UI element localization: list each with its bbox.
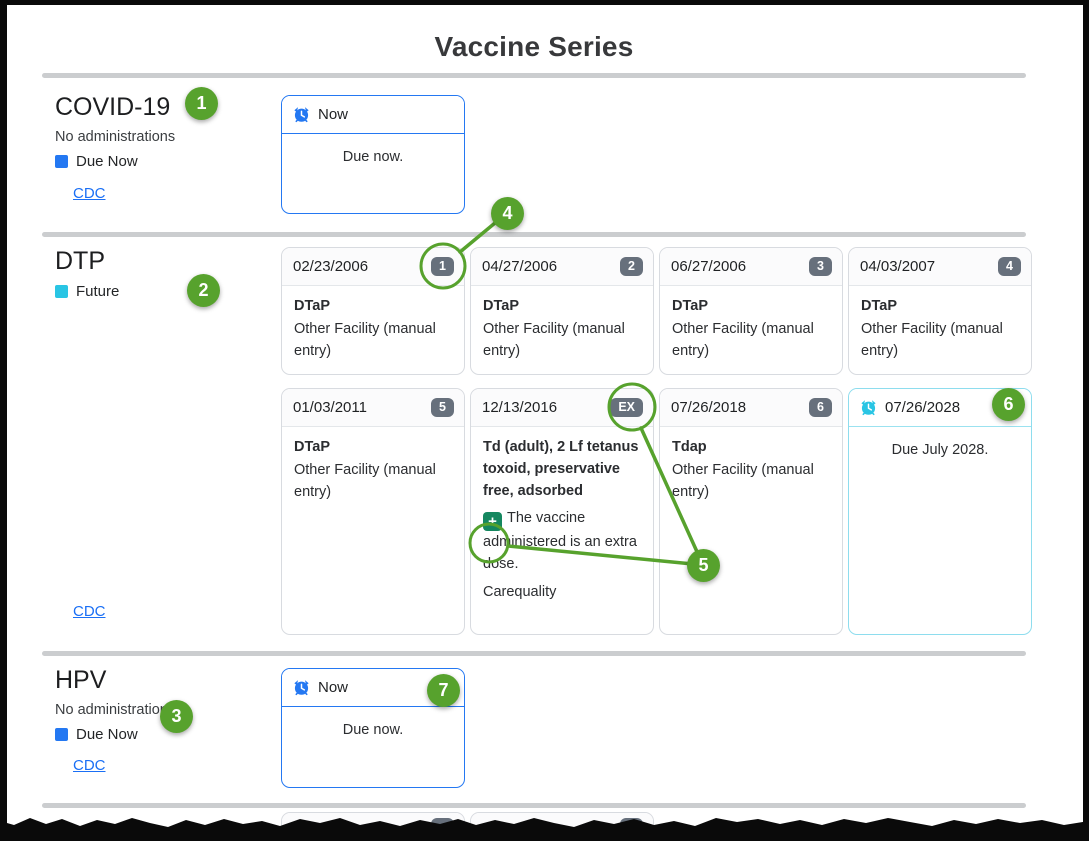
covid-subtitle: No administrations — [55, 129, 176, 145]
hpv-section-header: HPV No administrations Due Now — [55, 666, 273, 743]
hpv-due-label: Now — [318, 679, 349, 696]
dose-card[interactable]: 06/27/2006 3 DTaP Other Facility (manual… — [659, 247, 843, 375]
vaccine-name: DTaP — [294, 439, 330, 455]
due-now-swatch — [55, 155, 68, 168]
alarm-clock-icon — [860, 399, 877, 416]
dose-card-header: 04/03/2007 4 — [849, 248, 1031, 286]
covid-legend-label: Due Now — [76, 153, 138, 170]
dose-card-header: 01/03/2011 5 — [282, 389, 464, 427]
dose-date: 01/03/2011 — [293, 399, 367, 416]
dose-count-badge — [620, 818, 643, 837]
vaccine-name: DTaP — [672, 298, 708, 314]
administering-facility: Other Facility (manual entry) — [861, 321, 1003, 359]
hpv-heading: HPV — [55, 666, 107, 694]
section-divider — [42, 232, 1026, 237]
vaccine-name: Tdap — [672, 439, 707, 455]
page-title: Vaccine Series — [434, 31, 634, 62]
plus-icon: + — [483, 512, 502, 531]
covid-legend: Due Now — [55, 153, 273, 170]
dtp-future-card[interactable]: 07/26/2028 Due July 2028. — [848, 388, 1032, 635]
dose-date: 04/27/2006 — [482, 258, 558, 275]
future-due-body: Due July 2028. — [891, 442, 989, 458]
extra-dose-note: +The vaccine administered is an extra do… — [483, 507, 641, 575]
covid-due-label: Now — [318, 106, 349, 123]
alarm-clock-icon — [293, 679, 310, 696]
vaccine-name: DTaP — [483, 298, 519, 314]
vaccine-name: Td (adult), 2 Lf tetanus toxoid, preserv… — [483, 439, 639, 499]
administering-facility: Other Facility (manual entry) — [294, 462, 436, 500]
alarm-clock-icon — [293, 106, 310, 123]
vaccine-name: DTaP — [861, 298, 897, 314]
dose-card[interactable]: 01/03/2011 5 DTaP Other Facility (manual… — [281, 388, 465, 635]
callout-2: 2 — [187, 274, 220, 307]
dose-card-header: 04/27/2006 2 — [471, 248, 653, 286]
administering-facility: Other Facility (manual entry) — [672, 321, 814, 359]
dose-count-badge — [431, 818, 454, 837]
extra-dose-note-text: The vaccine administered is an extra dos… — [483, 510, 637, 572]
callout-1: 1 — [185, 87, 218, 120]
dose-date: 04/03/2007 — [860, 258, 936, 275]
dtp-cdc-link[interactable]: CDC — [73, 603, 106, 620]
dose-count-badge: 5 — [431, 398, 454, 417]
covid-due-card-header: Now — [282, 96, 464, 134]
hpv-subtitle: No administrations — [55, 702, 176, 718]
dose-count-badge: 1 — [431, 257, 454, 276]
future-due-date: 07/26/2028 — [885, 399, 961, 416]
dose-count-badge: 4 — [998, 257, 1021, 276]
covid-due-card[interactable]: Now Due now. — [281, 95, 465, 214]
source-label: Carequality — [483, 584, 557, 600]
dtp-heading: DTP — [55, 247, 105, 275]
administering-facility: Other Facility (manual entry) — [294, 321, 436, 359]
section-divider — [42, 803, 1026, 808]
hpv-legend: Due Now — [55, 726, 273, 743]
dose-card-extra[interactable]: 12/13/2016 EX Td (adult), 2 Lf tetanus t… — [470, 388, 654, 635]
due-now-swatch — [55, 728, 68, 741]
partial-dose-card — [470, 812, 654, 838]
dose-count-badge: 3 — [809, 257, 832, 276]
dose-card[interactable]: 04/03/2007 4 DTaP Other Facility (manual… — [848, 247, 1032, 375]
dose-card[interactable]: 07/26/2018 6 Tdap Other Facility (manual… — [659, 388, 843, 635]
dose-date: 02/23/2006 — [293, 258, 369, 275]
covid-cdc-link[interactable]: CDC — [73, 185, 106, 202]
callout-7: 7 — [427, 674, 460, 707]
dose-card[interactable]: 04/27/2006 2 DTaP Other Facility (manual… — [470, 247, 654, 375]
covid-heading: COVID-19 — [55, 93, 171, 121]
dose-card-header: 06/27/2006 3 — [660, 248, 842, 286]
section-divider — [42, 651, 1026, 656]
dose-count-badge: 2 — [620, 257, 643, 276]
future-swatch — [55, 285, 68, 298]
hpv-due-body: Due now. — [342, 722, 404, 738]
callout-3: 3 — [160, 700, 193, 733]
callout-6: 6 — [992, 388, 1025, 421]
dose-card-header: 02/23/2006 1 — [282, 248, 464, 286]
dose-date: 12/13/2016 — [482, 399, 558, 416]
hpv-legend-label: Due Now — [76, 726, 138, 743]
dose-count-badge: 6 — [809, 398, 832, 417]
administering-facility: Other Facility (manual entry) — [483, 321, 625, 359]
hpv-due-card[interactable]: Now Due now. — [281, 668, 465, 788]
covid-due-body: Due now. — [342, 149, 404, 165]
dose-card[interactable]: 02/23/2006 1 DTaP Other Facility (manual… — [281, 247, 465, 375]
partial-dose-card — [281, 812, 465, 838]
callout-5: 5 — [687, 549, 720, 582]
section-divider — [42, 73, 1026, 78]
administering-facility: Other Facility (manual entry) — [672, 462, 814, 500]
covid-section-header: COVID-19 No administrations Due Now — [55, 93, 273, 170]
dtp-section-header: DTP Future — [55, 247, 273, 300]
dose-date: 06/27/2006 — [671, 258, 747, 275]
callout-4: 4 — [491, 197, 524, 230]
hpv-cdc-link[interactable]: CDC — [73, 757, 106, 774]
dose-date: 07/26/2018 — [671, 399, 747, 416]
vaccine-name: DTaP — [294, 298, 330, 314]
dose-card-header: 07/26/2018 6 — [660, 389, 842, 427]
dose-card-header: 12/13/2016 EX — [471, 389, 653, 427]
dtp-legend: Future — [55, 283, 273, 300]
extra-dose-badge: EX — [610, 398, 643, 417]
dtp-legend-label: Future — [76, 283, 120, 300]
